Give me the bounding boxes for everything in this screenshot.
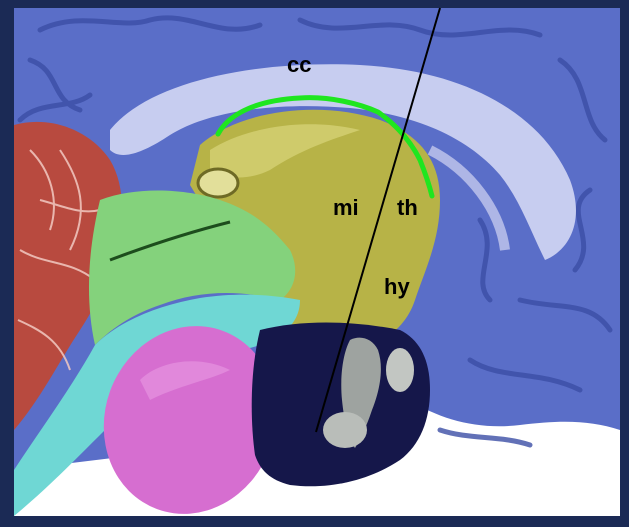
label-corpus-callosum: cc xyxy=(287,54,311,76)
label-midbrain: mi xyxy=(333,197,359,219)
pituitary-gland xyxy=(323,412,367,448)
optic-chiasm xyxy=(386,348,414,392)
label-hypothalamus: hy xyxy=(384,276,410,298)
pineal-body xyxy=(198,169,238,197)
label-thalamus: th xyxy=(397,197,418,219)
